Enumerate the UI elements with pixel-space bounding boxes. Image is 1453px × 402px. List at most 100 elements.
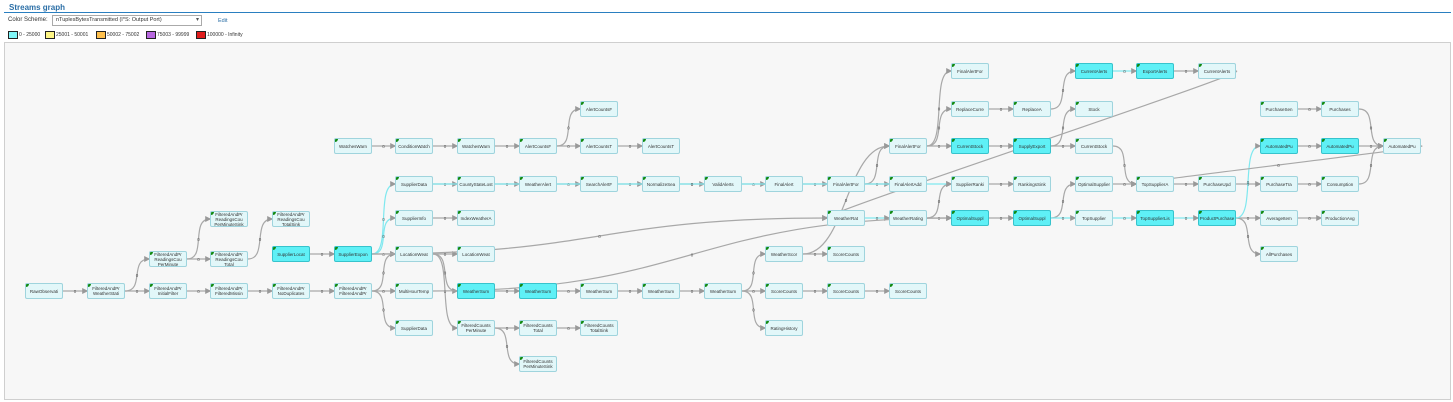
edge-port-label: 0 [136,273,139,278]
operator-node[interactable]: ScoreCounts [827,283,865,299]
operator-node[interactable]: Stock [1075,101,1113,117]
operator-node[interactable]: WeatherRat [827,210,865,226]
operator-node[interactable]: FilteredCounts TotalSink [580,320,618,336]
operator-node[interactable]: SupplierRanki [951,176,989,192]
status-dot-icon [520,284,523,287]
operator-node[interactable]: AlertCountsF [580,101,618,117]
operator-node[interactable]: FinalAlertFor [827,176,865,192]
operator-node[interactable]: FinalAlertFor [951,63,989,79]
operator-node[interactable]: FilteredCounts PerMinuteSink [519,356,557,372]
edge-port-label: 0 [197,257,200,262]
operator-node[interactable]: RatingHistory [765,320,803,336]
status-dot-icon [890,284,893,287]
operator-node[interactable]: MultiHourTemp [395,283,433,299]
operator-node[interactable]: CurrentStock [1075,138,1113,154]
operator-node[interactable]: WatchesWarn [334,138,372,154]
operator-node[interactable]: FilteredAndPr ReadingsCou PerMinute [149,251,187,267]
operator-node[interactable]: FilteredAndPr ReadingsCou TotalSink [272,211,310,227]
operator-node[interactable]: TopSupplier [1075,210,1113,226]
operator-node[interactable]: LocationWeat [395,246,433,262]
operator-node[interactable]: WeatherScor [765,246,803,262]
operator-node[interactable]: WeatherSum [642,283,680,299]
operator-node[interactable]: RawObservati [25,283,63,299]
operator-node[interactable]: FinalAlert [765,176,803,192]
operator-node[interactable]: AllPurchases [1260,246,1298,262]
operator-node[interactable]: AverageItem [1260,210,1298,226]
operator-node[interactable]: FilteredCounts PerMinute [457,320,495,336]
operator-node[interactable]: ProductionAvg [1321,210,1359,226]
edit-link[interactable]: Edit [218,18,228,24]
operator-node[interactable]: FilteredAndPr WeatherStati [87,283,125,299]
color-scheme-label: Color Scheme: [8,17,48,23]
operator-node[interactable]: ScoreCounts [765,283,803,299]
edge-port-label: 0 [1185,69,1188,74]
operator-node[interactable]: Consumption [1321,176,1359,192]
operator-node[interactable]: CountyStateLost [457,176,495,192]
edge-port-label: 0 [382,234,385,239]
operator-node[interactable]: AutomatedPu [1321,138,1359,154]
operator-node[interactable]: FilteredAndPr InitialFilter [149,283,187,299]
operator-node[interactable]: ExportAlerts [1136,63,1174,79]
operator-node[interactable]: NormalizeSea [642,176,680,192]
operator-node[interactable]: SupplierExpon [334,246,372,262]
status-dot-icon [643,177,646,180]
edge-port-label: 0 [1308,216,1311,221]
operator-node[interactable]: WatchesWarn [457,138,495,154]
operator-node-label: TopSupplierLis [1140,215,1170,221]
operator-node[interactable]: OptimalSuppl [951,210,989,226]
operator-node[interactable]: SupplierData [395,320,433,336]
edge-port-label: 0 [1308,107,1311,112]
operator-node[interactable]: PurchaseSen [1260,101,1298,117]
operator-node[interactable]: WeatherSum [457,283,495,299]
operator-node[interactable]: FilteredAndPr FilteredAndPr [334,283,372,299]
operator-node[interactable]: ConditionWatch [395,138,433,154]
operator-node[interactable]: OptimalSupplier [1075,176,1113,192]
operator-node[interactable]: FilteredAndPr NoDuplicates [272,283,310,299]
operator-node[interactable]: AlertCountsT [642,138,680,154]
operator-node[interactable]: FilteredCounts Total [519,320,557,336]
operator-node[interactable]: SupplierInfo [395,210,433,226]
operator-node[interactable]: TopSupplierLis [1136,210,1174,226]
operator-node[interactable]: ScoreCounts [889,283,927,299]
operator-node[interactable]: CurrentAlerts [1075,63,1113,79]
operator-node[interactable]: ProductPurchase [1198,210,1236,226]
operator-node[interactable]: ScoreCounts [827,246,865,262]
operator-node[interactable]: ValidAlerts [704,176,742,192]
operator-node[interactable]: FilteredAndPr ReadingsCou Total [210,251,248,267]
operator-node[interactable]: WeatherSum [519,283,557,299]
operator-node[interactable]: AlertCountsF [519,138,557,154]
operator-node[interactable]: IndexWeatherA [457,210,495,226]
operator-node[interactable]: WeatherSum [580,283,618,299]
operator-node[interactable]: AlertCountsT [580,138,618,154]
operator-node[interactable]: WeatherRating [889,210,927,226]
operator-node[interactable]: OptimalSuppl [1013,210,1051,226]
operator-node-label: WeatherSum [585,288,613,294]
status-dot-icon [1076,211,1079,214]
operator-node[interactable]: SupplyExport [1013,138,1051,154]
operator-node[interactable]: SupplierData [395,176,433,192]
operator-node[interactable]: Purchases [1321,101,1359,117]
operator-node[interactable]: CurrentStock [951,138,989,154]
operator-node[interactable]: ReplaceA [1013,101,1051,117]
operator-node[interactable]: AutomatedPu [1383,138,1421,154]
operator-node[interactable]: LocationWeat [457,246,495,262]
operator-node-label: WatchesWarn [462,143,490,149]
operator-node[interactable]: AutomatedPu [1260,138,1298,154]
operator-node[interactable]: FinalAlertAdd [889,176,927,192]
operator-node[interactable]: FilteredAndPr ReadingsCou PerMinuteSink [210,211,248,227]
operator-node[interactable]: PurchaseTra [1260,176,1298,192]
operator-node[interactable]: WeatherAlert [519,176,557,192]
edge-port-label: 0 [1062,199,1065,204]
operator-node[interactable]: ReplaceCurre [951,101,989,117]
color-scheme-select[interactable]: nTuplesBytesTransmitted (I*S: Output Por… [52,15,202,26]
operator-node[interactable]: PurchaseUpd [1198,176,1236,192]
operator-node[interactable]: SearchAlertF [580,176,618,192]
operator-node[interactable]: TopSupplierA [1136,176,1174,192]
operator-node[interactable]: CurrentAlerts [1198,63,1236,79]
operator-node[interactable]: SupplierLocat [272,246,310,262]
operator-node[interactable]: FinalAlertFor [889,138,927,154]
operator-node[interactable]: WeatherSum [704,283,742,299]
operator-node[interactable]: RankingsSink [1013,176,1051,192]
operator-node[interactable]: FilteredAndPr FilteredMissin [210,283,248,299]
